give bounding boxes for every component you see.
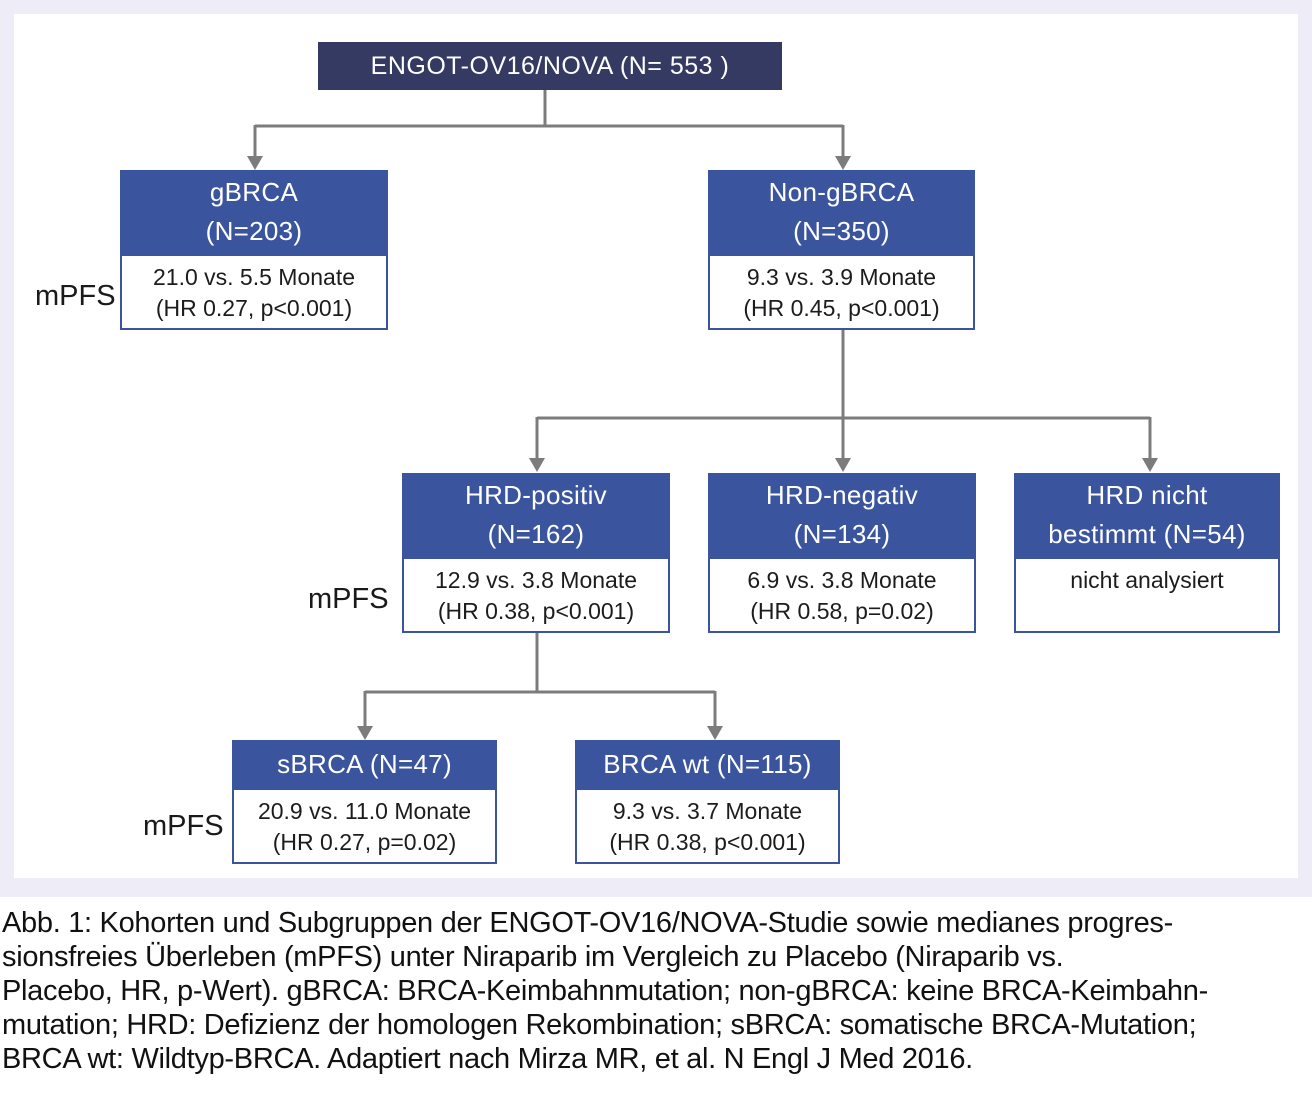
caption-line-1: Abb. 1: Kohorten und Subgruppen der ENGO… [2,907,1173,939]
node-hrd-positiv: HRD-positiv (N=162) 12.9 vs. 3.8 Monate … [402,473,670,633]
node-hrd-negativ-hr-value: (HR 0.58, p=0.02) [750,598,934,624]
node-sbrca-title: sBRCA (N=47) [277,748,452,779]
node-hrd-positiv-header: HRD-positiv (N=162) [402,473,670,557]
node-engot-ov16-nova: ENGOT-OV16/NOVA (N= 553 ) [318,42,782,90]
node-non-gbrca-title-line2: (N=350) [793,216,890,246]
node-hrd-nicht-bestimmt-title-line1: HRD nicht [1086,480,1208,510]
node-sbrca-mpfs-value: 20.9 vs. 11.0 Monate [257,798,472,824]
node-non-gbrca-body: 9.3 vs. 3.9 Monate (HR 0.45, p<0.001) [708,254,975,330]
mpfs-label-level2: mPFS [35,280,116,312]
node-hrd-negativ-title-line1: HRD-negativ [765,480,919,510]
node-hrd-positiv-hr-value: (HR 0.38, p<0.001) [437,598,635,624]
node-hrd-negativ: HRD-negativ (N=134) 6.9 vs. 3.8 Monate (… [708,473,976,633]
node-non-gbrca-hr-value: (HR 0.45, p<0.001) [743,295,940,321]
figure-caption: Abb. 1: Kohorten und Subgruppen der ENGO… [2,906,1312,1076]
node-gbrca-header: gBRCA (N=203) [120,170,388,254]
node-gbrca-title-line2: (N=203) [205,216,303,246]
node-gbrca-title-line1: gBRCA [209,177,299,207]
node-sbrca: sBRCA (N=47) 20.9 vs. 11.0 Monate (HR 0.… [232,740,497,864]
node-hrd-positiv-body: 12.9 vs. 3.8 Monate (HR 0.38, p<0.001) [402,557,670,633]
node-hrd-nicht-bestimmt: HRD nicht bestimmt (N=54) nicht analysie… [1014,473,1280,633]
node-hrd-positiv-title-line1: HRD-positiv [465,480,607,510]
node-hrd-nicht-bestimmt-header: HRD nicht bestimmt (N=54) [1014,473,1280,557]
node-sbrca-header: sBRCA (N=47) [232,740,497,788]
node-gbrca: gBRCA (N=203) 21.0 vs. 5.5 Monate (HR 0.… [120,170,388,330]
node-non-gbrca-header: Non-gBRCA (N=350) [708,170,975,254]
node-hrd-positiv-title-line2: (N=162) [487,519,585,549]
node-hrd-negativ-mpfs-value: 6.9 vs. 3.8 Monate [747,567,937,593]
node-hrd-negativ-body: 6.9 vs. 3.8 Monate (HR 0.58, p=0.02) [708,557,976,633]
mpfs-label-level3: mPFS [308,583,389,615]
node-non-gbrca: Non-gBRCA (N=350) 9.3 vs. 3.9 Monate (HR… [708,170,975,330]
node-non-gbrca-title-line1: Non-gBRCA [768,177,915,207]
node-hrd-nicht-bestimmt-title-line2: bestimmt (N=54) [1048,519,1246,549]
node-hrd-negativ-header: HRD-negativ (N=134) [708,473,976,557]
node-brca-wt-title: BRCA wt (N=115) [603,748,812,779]
node-brca-wt-header: BRCA wt (N=115) [575,740,840,788]
node-brca-wt-mpfs-value: 9.3 vs. 3.7 Monate [612,798,803,824]
caption-line-3: Placebo, HR, p-Wert). gBRCA: BRCA-Keimba… [2,975,1208,1007]
caption-line-2: sionsfreies Überleben (mPFS) unter Nirap… [2,941,1064,973]
node-gbrca-mpfs-value: 21.0 vs. 5.5 Monate [152,264,355,290]
node-non-gbrca-mpfs-value: 9.3 vs. 3.9 Monate [746,264,937,290]
node-hrd-negativ-title-line2: (N=134) [793,519,891,549]
node-hrd-positiv-mpfs-value: 12.9 vs. 3.8 Monate [434,567,637,593]
node-sbrca-hr-value: (HR 0.27, p=0.02) [272,829,457,855]
node-brca-wt-body: 9.3 vs. 3.7 Monate (HR 0.38, p<0.001) [575,788,840,864]
node-brca-wt-hr-value: (HR 0.38, p<0.001) [609,829,806,855]
node-gbrca-hr-value: (HR 0.27, p<0.001) [155,295,353,321]
caption-line-5: BRCA wt: Wildtyp-BRCA. Adaptiert nach Mi… [2,1043,973,1075]
node-hrd-nicht-bestimmt-body: nicht analysiert [1014,557,1280,633]
node-brca-wt: BRCA wt (N=115) 9.3 vs. 3.7 Monate (HR 0… [575,740,840,864]
node-gbrca-body: 21.0 vs. 5.5 Monate (HR 0.27, p<0.001) [120,254,388,330]
caption-line-4: mutation; HRD: Defizienz der homologen R… [2,1009,1197,1041]
node-hrd-nicht-bestimmt-note: nicht analysiert [1070,567,1224,593]
mpfs-label-level4: mPFS [143,810,224,842]
node-sbrca-body: 20.9 vs. 11.0 Monate (HR 0.27, p=0.02) [232,788,497,864]
node-engot-label: ENGOT-OV16/NOVA (N= 553 ) [370,51,730,80]
